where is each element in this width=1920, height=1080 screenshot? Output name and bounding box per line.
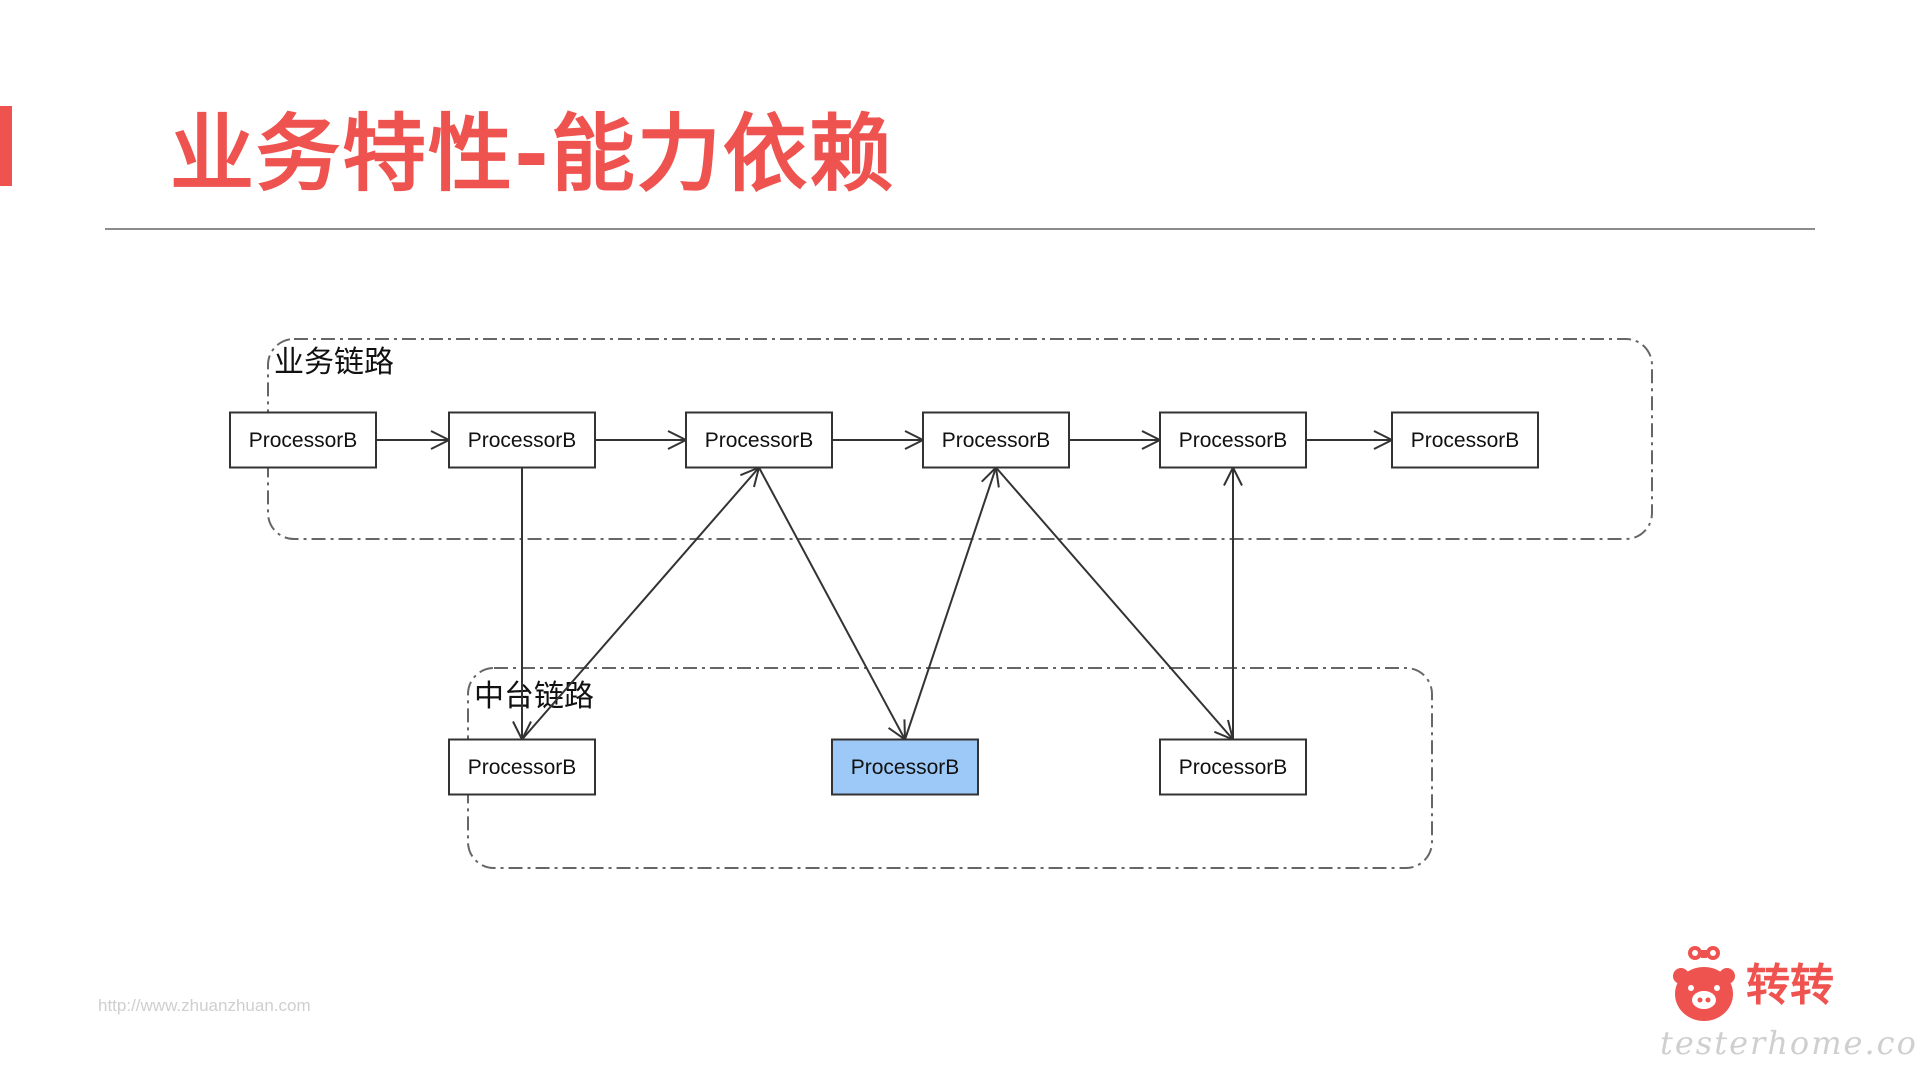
node-b3: ProcessorB [685,411,833,469]
group-label-business: 业务链路 [274,345,394,380]
node-box [1159,411,1307,469]
node-box [448,411,596,469]
group-label-platform: 中台链路 [474,679,594,714]
node-box [1159,738,1307,796]
node-p2: ProcessorB [831,738,979,796]
node-box [685,411,833,469]
node-b2: ProcessorB [448,411,596,469]
node-label: ProcessorB [1179,756,1288,779]
edge-arrow-b3-p2 [758,467,905,740]
slide-title: 业务特性-能力依赖 [170,105,895,203]
edge-arrow-p2-b4 [904,468,996,740]
node-box [448,738,596,796]
title-divider [105,228,1815,230]
watermark-text: testerhome.com [1660,1024,1920,1062]
node-label: ProcessorB [249,429,358,452]
node-box [831,738,979,796]
node-box [922,411,1070,469]
node-p1: ProcessorB [448,738,596,796]
node-b4: ProcessorB [922,411,1070,469]
node-label: ProcessorB [705,429,814,452]
node-label: ProcessorB [1411,429,1520,452]
node-label: ProcessorB [851,756,960,779]
node-b6: ProcessorB [1391,411,1539,469]
edge-arrow-b4-p3 [995,466,1233,740]
node-p3: ProcessorB [1159,738,1307,796]
node-label: ProcessorB [942,429,1051,452]
node-label: ProcessorB [468,756,577,779]
node-b5: ProcessorB [1159,411,1307,469]
brand-name: 转转 [1746,960,1834,1011]
footer-url: http://www.zhuanzhuan.com [98,996,311,1015]
zhuanzhuan-logo-icon [1673,946,1735,1021]
edge-arrow-p1-b3 [521,468,759,741]
node-box [1391,411,1539,469]
node-label: ProcessorB [1179,429,1288,452]
title-accent-bar [0,106,12,186]
node-box [229,411,377,469]
node-label: ProcessorB [468,429,577,452]
node-b1: ProcessorB [229,411,377,469]
